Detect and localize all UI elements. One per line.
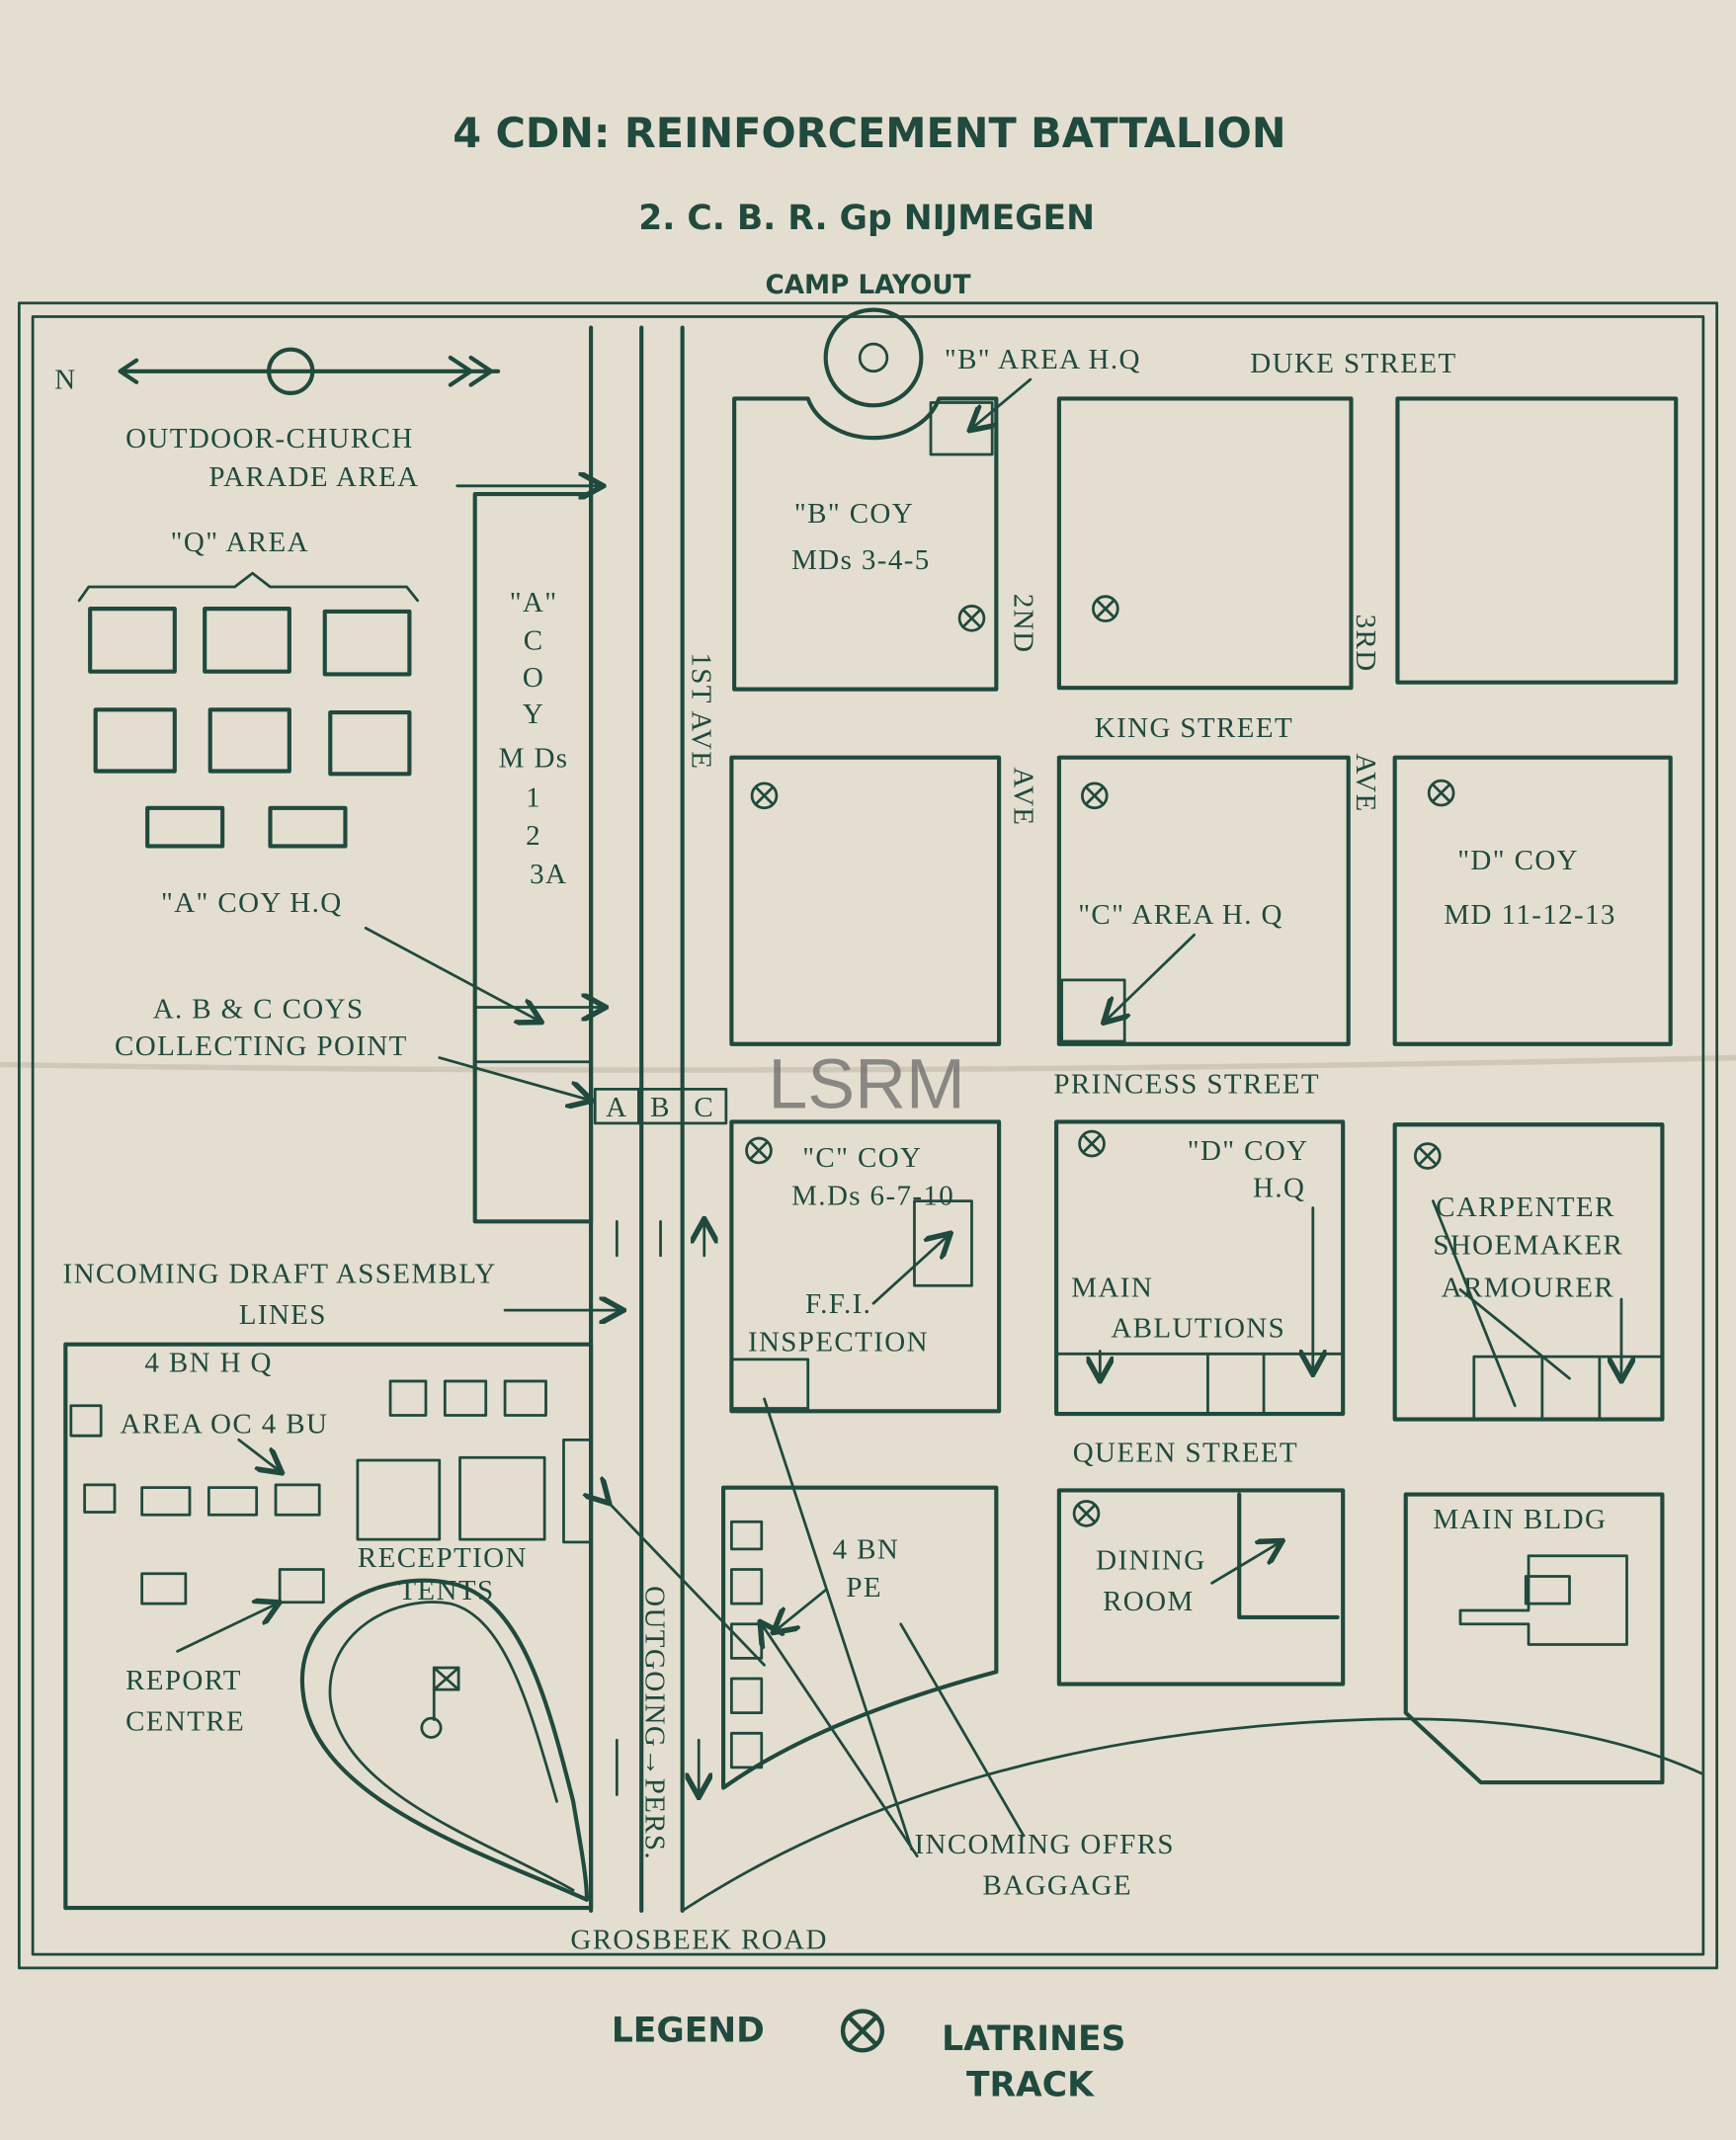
vehicle-track-loop (299, 1578, 590, 1902)
watermark: LSRM (768, 1045, 965, 1124)
svg-text:O: O (523, 662, 544, 694)
svg-text:2: 2 (526, 820, 541, 852)
svg-text:C: C (524, 625, 544, 657)
svg-text:1: 1 (526, 782, 541, 813)
label-reception-tents: RECEPTION (358, 1542, 528, 1574)
b-area-roundabout (823, 307, 924, 408)
compass: N (54, 347, 501, 396)
svg-text:A: A (606, 1092, 627, 1123)
svg-text:COLLECTING POINT: COLLECTING POINT (115, 1030, 408, 1062)
label-b-area-hq: "B" AREA H.Q (945, 344, 1141, 375)
svg-text:AVE: AVE (1350, 754, 1381, 813)
map-heading: CAMP LAYOUT (765, 271, 970, 300)
street-king: KING STREET (1095, 712, 1293, 744)
label-a-coy-hq: "A" COY H.Q (161, 887, 343, 919)
street-grosbeek-road: GROSBEEK ROAD (570, 1925, 827, 1956)
svg-text:LINES: LINES (239, 1299, 327, 1331)
svg-text:M Ds: M Ds (499, 742, 569, 774)
svg-text:3A: 3A (530, 859, 567, 890)
svg-text:Y: Y (523, 699, 544, 730)
bn-hq-area (63, 1342, 594, 1911)
label-d-coy-hq: "D" COY (1188, 1135, 1309, 1167)
track-road (681, 1717, 1705, 1913)
label-incoming-offrs-baggage: INCOMING OFFRS (914, 1829, 1174, 1860)
legend-track: TRACK (966, 2066, 1095, 2105)
svg-text:C: C (694, 1092, 714, 1123)
street-duke: DUKE STREET (1250, 348, 1456, 379)
label-main-ablutions: MAIN (1071, 1272, 1153, 1303)
label-area-oc: AREA OC 4 BU (121, 1408, 329, 1440)
label-shoemaker: SHOEMAKER (1433, 1229, 1623, 1261)
town-blocks (721, 396, 1679, 1790)
a-coy-lines (472, 492, 594, 1224)
map-title: 4 CDN: REINFORCEMENT BATTALION (453, 110, 1285, 157)
street-2nd: 2ND (1007, 594, 1038, 654)
svg-text:B: B (650, 1092, 671, 1123)
svg-text:PE: PE (846, 1572, 882, 1604)
svg-text:BAGGAGE: BAGGAGE (983, 1869, 1132, 1901)
label-b-coy: "B" COY (794, 498, 914, 530)
label-dining-room: DINING (1096, 1545, 1205, 1577)
label-carpenter: CARPENTER (1436, 1192, 1615, 1223)
svg-text:ABLUTIONS: ABLUTIONS (1111, 1313, 1285, 1345)
label-q-area: "Q" AREA (171, 527, 309, 558)
svg-text:MDs 3-4-5: MDs 3-4-5 (791, 544, 931, 576)
label-4bn-pe: 4 BN (833, 1534, 900, 1566)
svg-text:INSPECTION: INSPECTION (748, 1327, 929, 1358)
svg-text:ROOM: ROOM (1103, 1586, 1195, 1617)
label-report-centre: REPORT (125, 1665, 242, 1696)
svg-text:M.Ds 6-7-10: M.Ds 6-7-10 (791, 1181, 954, 1212)
label-c-coy: "C" COY (802, 1142, 922, 1174)
label-bn-hq: 4 BN H Q (144, 1347, 272, 1378)
svg-text:CENTRE: CENTRE (125, 1706, 245, 1738)
legend-title: LEGEND (612, 2011, 765, 2050)
street-3rd: 3RD (1350, 615, 1381, 673)
svg-text:"A": "A" (510, 587, 558, 618)
label-collecting-point: A. B & C COYS (153, 994, 365, 1026)
a-coy-label: "A" C O Y M Ds 1 2 3A (499, 587, 569, 890)
label-main-bldg: MAIN BLDG (1433, 1504, 1607, 1535)
legend-latrines: LATRINES (942, 2019, 1125, 2059)
map-border (17, 301, 1719, 1970)
street-queen: QUEEN STREET (1073, 1437, 1298, 1468)
label-d-coy: "D" COY (1457, 845, 1579, 876)
label-draft-assembly: INCOMING DRAFT ASSEMBLY (63, 1258, 497, 1289)
svg-text:MD 11-12-13: MD 11-12-13 (1444, 899, 1615, 931)
svg-text:H.Q: H.Q (1253, 1172, 1305, 1203)
street-1st-ave: 1ST AVE (685, 652, 716, 770)
fold-crease (0, 1054, 1736, 1073)
b-coy-block (732, 396, 999, 692)
street-princess: PRINCESS STREET (1053, 1068, 1320, 1100)
legend: LEGEND LATRINES TRACK (612, 2011, 1125, 2105)
label-parade-area: PARADE AREA (208, 461, 419, 493)
svg-text:AVE: AVE (1007, 767, 1038, 826)
q-area-buildings (88, 607, 412, 849)
label-ffi-inspection: F.F.I. (805, 1288, 871, 1320)
north-label: N (54, 365, 76, 396)
north-arrow-icon (118, 355, 501, 387)
label-outgoing-pers: OUTGOING→PERS. (638, 1586, 670, 1860)
map-subtitle: 2. C. B. R. Gp NIJMEGEN (638, 199, 1095, 238)
label-church: OUTDOOR-CHURCH (125, 423, 414, 454)
lane-markers: A B C (593, 1087, 726, 1258)
label-c-area-hq: "C" AREA H. Q (1078, 899, 1283, 931)
bn-hq-buildings (69, 1379, 593, 1605)
